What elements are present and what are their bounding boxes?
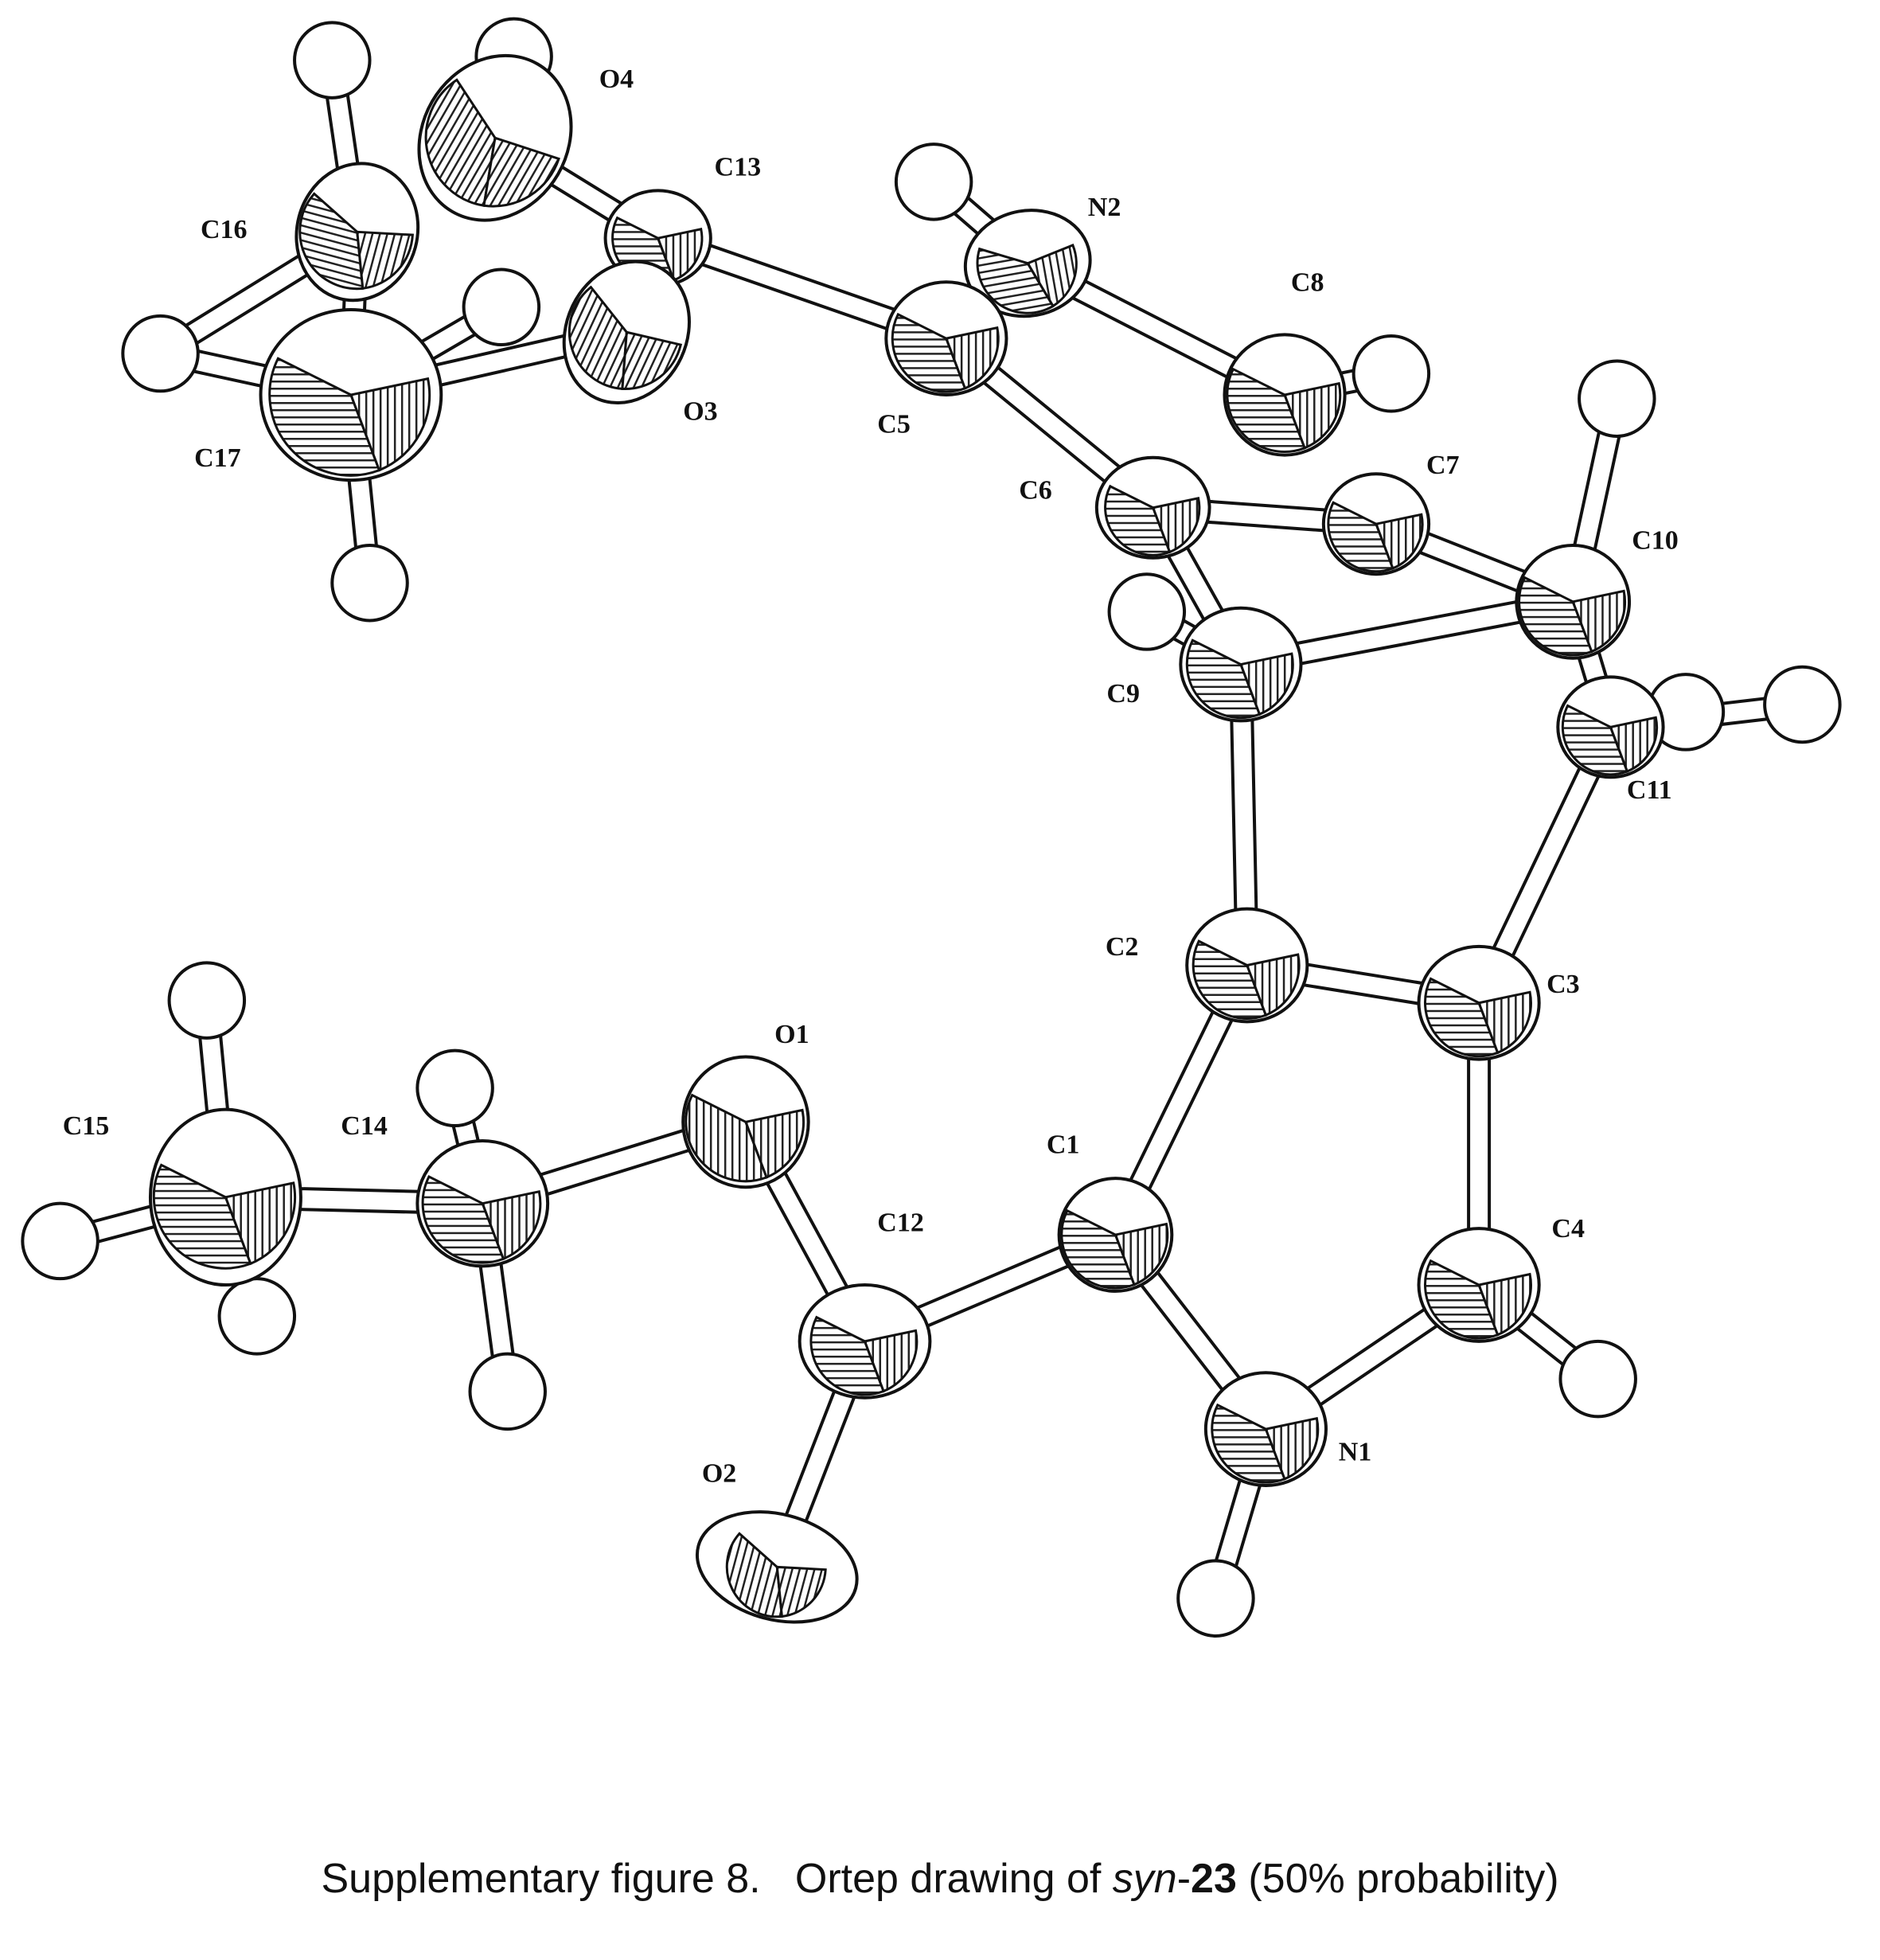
atom-n1 — [1203, 1371, 1328, 1487]
atom-c6 — [1094, 455, 1211, 560]
atoms — [21, 17, 1842, 1638]
atom-label-c17: C17 — [194, 443, 241, 473]
atom-label-c4: C4 — [1551, 1214, 1585, 1244]
atom-c17 — [259, 307, 443, 482]
atom-label-c5: C5 — [877, 409, 911, 439]
caption-compound-italic: syn — [1112, 1856, 1177, 1902]
hydrogen-atom — [1176, 1559, 1255, 1638]
figure-caption: Supplementary figure 8. Ortep drawing of… — [0, 1855, 1880, 1903]
atom-n2 — [963, 209, 1092, 318]
atom-label-c9: C9 — [1106, 679, 1140, 709]
atom-c12 — [798, 1283, 932, 1400]
atom-label-o3: O3 — [683, 397, 717, 427]
caption-text-before: Ortep drawing of — [794, 1856, 1113, 1902]
hydrogen-atom — [330, 543, 409, 623]
atom-label-n1: N1 — [1339, 1437, 1372, 1466]
atom-label-c3: C3 — [1547, 970, 1580, 999]
atom-o4 — [417, 53, 573, 222]
hydrogen-atom — [1107, 572, 1187, 651]
atom-o2 — [695, 1510, 859, 1624]
atom-label-n2: N2 — [1088, 193, 1121, 222]
caption-compound-dash: - — [1176, 1856, 1192, 1902]
atom-label-c14: C14 — [341, 1111, 388, 1141]
atom-label-c12: C12 — [877, 1208, 924, 1237]
hydrogen-atom — [1351, 334, 1431, 413]
hydrogen-atom — [894, 143, 973, 221]
atom-label-c15: C15 — [63, 1111, 110, 1141]
caption-prefix: Supplementary figure 8. — [321, 1856, 761, 1902]
atom-c9 — [1179, 606, 1303, 723]
hydrogen-atom — [293, 21, 372, 100]
atom-label-c10: C10 — [1632, 526, 1679, 556]
atom-label-c8: C8 — [1291, 267, 1324, 297]
atom-c2 — [1185, 907, 1309, 1024]
atom-label-c13: C13 — [715, 152, 762, 182]
hydrogen-atom — [167, 961, 247, 1040]
atom-c3 — [1417, 944, 1541, 1061]
atom-o1 — [681, 1055, 810, 1189]
atom-label-o1: O1 — [774, 1020, 809, 1049]
caption-compound-bold: 23 — [1191, 1856, 1237, 1902]
atom-o3 — [562, 260, 691, 405]
hydrogen-atom — [468, 1352, 547, 1431]
caption-text-after: (50% probability) — [1236, 1856, 1559, 1902]
hydrogen-atom — [1558, 1339, 1637, 1419]
atom-label-c1: C1 — [1047, 1130, 1080, 1160]
hydrogen-atom — [1763, 665, 1842, 744]
atom-c10 — [1515, 543, 1632, 660]
hydrogen-atom — [21, 1201, 99, 1281]
atom-c4 — [1417, 1227, 1541, 1343]
atom-label-c11: C11 — [1627, 775, 1672, 805]
atom-c15 — [148, 1107, 302, 1287]
atom-label-c6: C6 — [1019, 476, 1052, 506]
atom-c11 — [1556, 675, 1665, 779]
atom-label-o4: O4 — [599, 64, 634, 94]
atom-c14 — [415, 1138, 550, 1268]
atom-label-c16: C16 — [201, 215, 248, 244]
atom-c16 — [294, 162, 420, 303]
atom-label-c7: C7 — [1426, 451, 1460, 480]
hydrogen-atom — [415, 1048, 494, 1128]
atom-label-c2: C2 — [1106, 932, 1139, 962]
hydrogen-atom — [1578, 359, 1656, 438]
hydrogen-atom — [121, 314, 200, 393]
hydrogen-atom — [217, 1277, 297, 1356]
atom-c7 — [1321, 472, 1431, 576]
atom-c8 — [1223, 333, 1347, 457]
atom-label-o2: O2 — [702, 1458, 736, 1488]
atom-c1 — [1057, 1177, 1174, 1293]
atom-c5 — [884, 280, 1008, 397]
hydrogen-atom — [462, 267, 541, 347]
